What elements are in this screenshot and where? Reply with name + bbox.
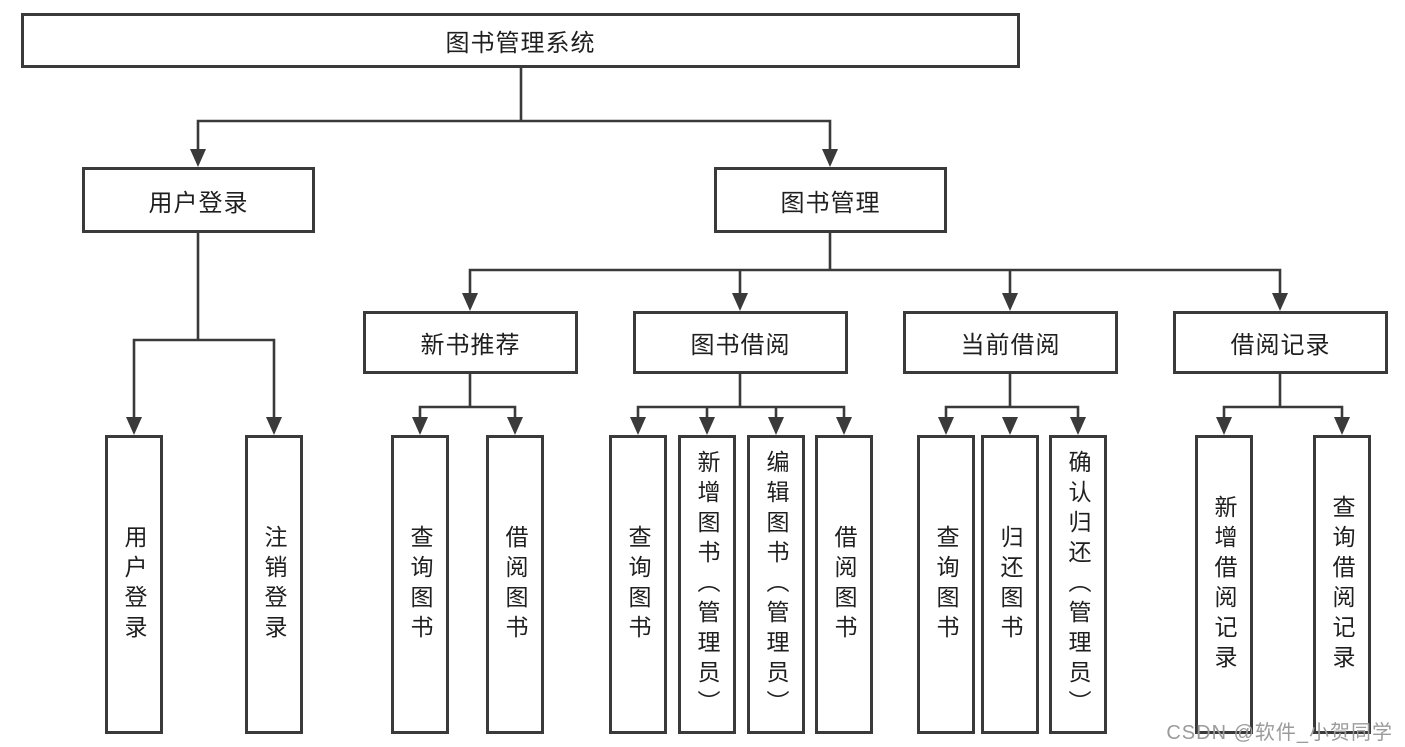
leaf-return-books: 归还图书 bbox=[981, 435, 1039, 734]
connector-borrowrecords-to-leaves bbox=[1216, 372, 1350, 435]
leaf-current-query-books: 查询图书 bbox=[917, 435, 975, 734]
leaf-query-borrow-record: 查询借阅记录 bbox=[1313, 435, 1371, 734]
leaf-edit-books-admin: 编辑图书（管理员） bbox=[747, 435, 805, 734]
node-current-borrow: 当前借阅 bbox=[903, 311, 1118, 374]
node-root-system: 图书管理系统 bbox=[21, 13, 1020, 68]
csdn-watermark: CSDN @软件_小贺同学 bbox=[1166, 722, 1393, 744]
connector-bookborrow-to-leaves bbox=[630, 372, 852, 435]
leaf-borrow-books: 借阅图书 bbox=[815, 435, 873, 734]
leaf-recommend-query-books: 查询图书 bbox=[391, 435, 449, 734]
leaf-confirm-return-admin: 确认归还（管理员） bbox=[1049, 435, 1107, 734]
leaf-logout: 注销登录 bbox=[245, 435, 303, 734]
node-book-management: 图书管理 bbox=[714, 167, 947, 233]
node-new-book-recommend: 新书推荐 bbox=[363, 311, 578, 374]
leaf-recommend-borrow-books: 借阅图书 bbox=[486, 435, 544, 734]
leaf-borrow-query-books: 查询图书 bbox=[609, 435, 667, 734]
connector-root-to-level2 bbox=[190, 66, 838, 167]
connector-currentborrow-to-leaves bbox=[938, 372, 1086, 435]
connector-newbookrec-to-leaves bbox=[412, 372, 523, 435]
node-borrow-records: 借阅记录 bbox=[1173, 311, 1388, 374]
leaf-user-login: 用户登录 bbox=[105, 435, 163, 734]
node-user-login: 用户登录 bbox=[82, 167, 315, 233]
connector-userlogin-to-leaves bbox=[126, 231, 282, 435]
connector-bookmgmt-to-level3 bbox=[462, 231, 1288, 311]
node-book-borrow: 图书借阅 bbox=[633, 311, 848, 374]
leaf-add-borrow-record: 新增借阅记录 bbox=[1195, 435, 1253, 734]
leaf-add-books-admin: 新增图书（管理员） bbox=[678, 435, 736, 734]
